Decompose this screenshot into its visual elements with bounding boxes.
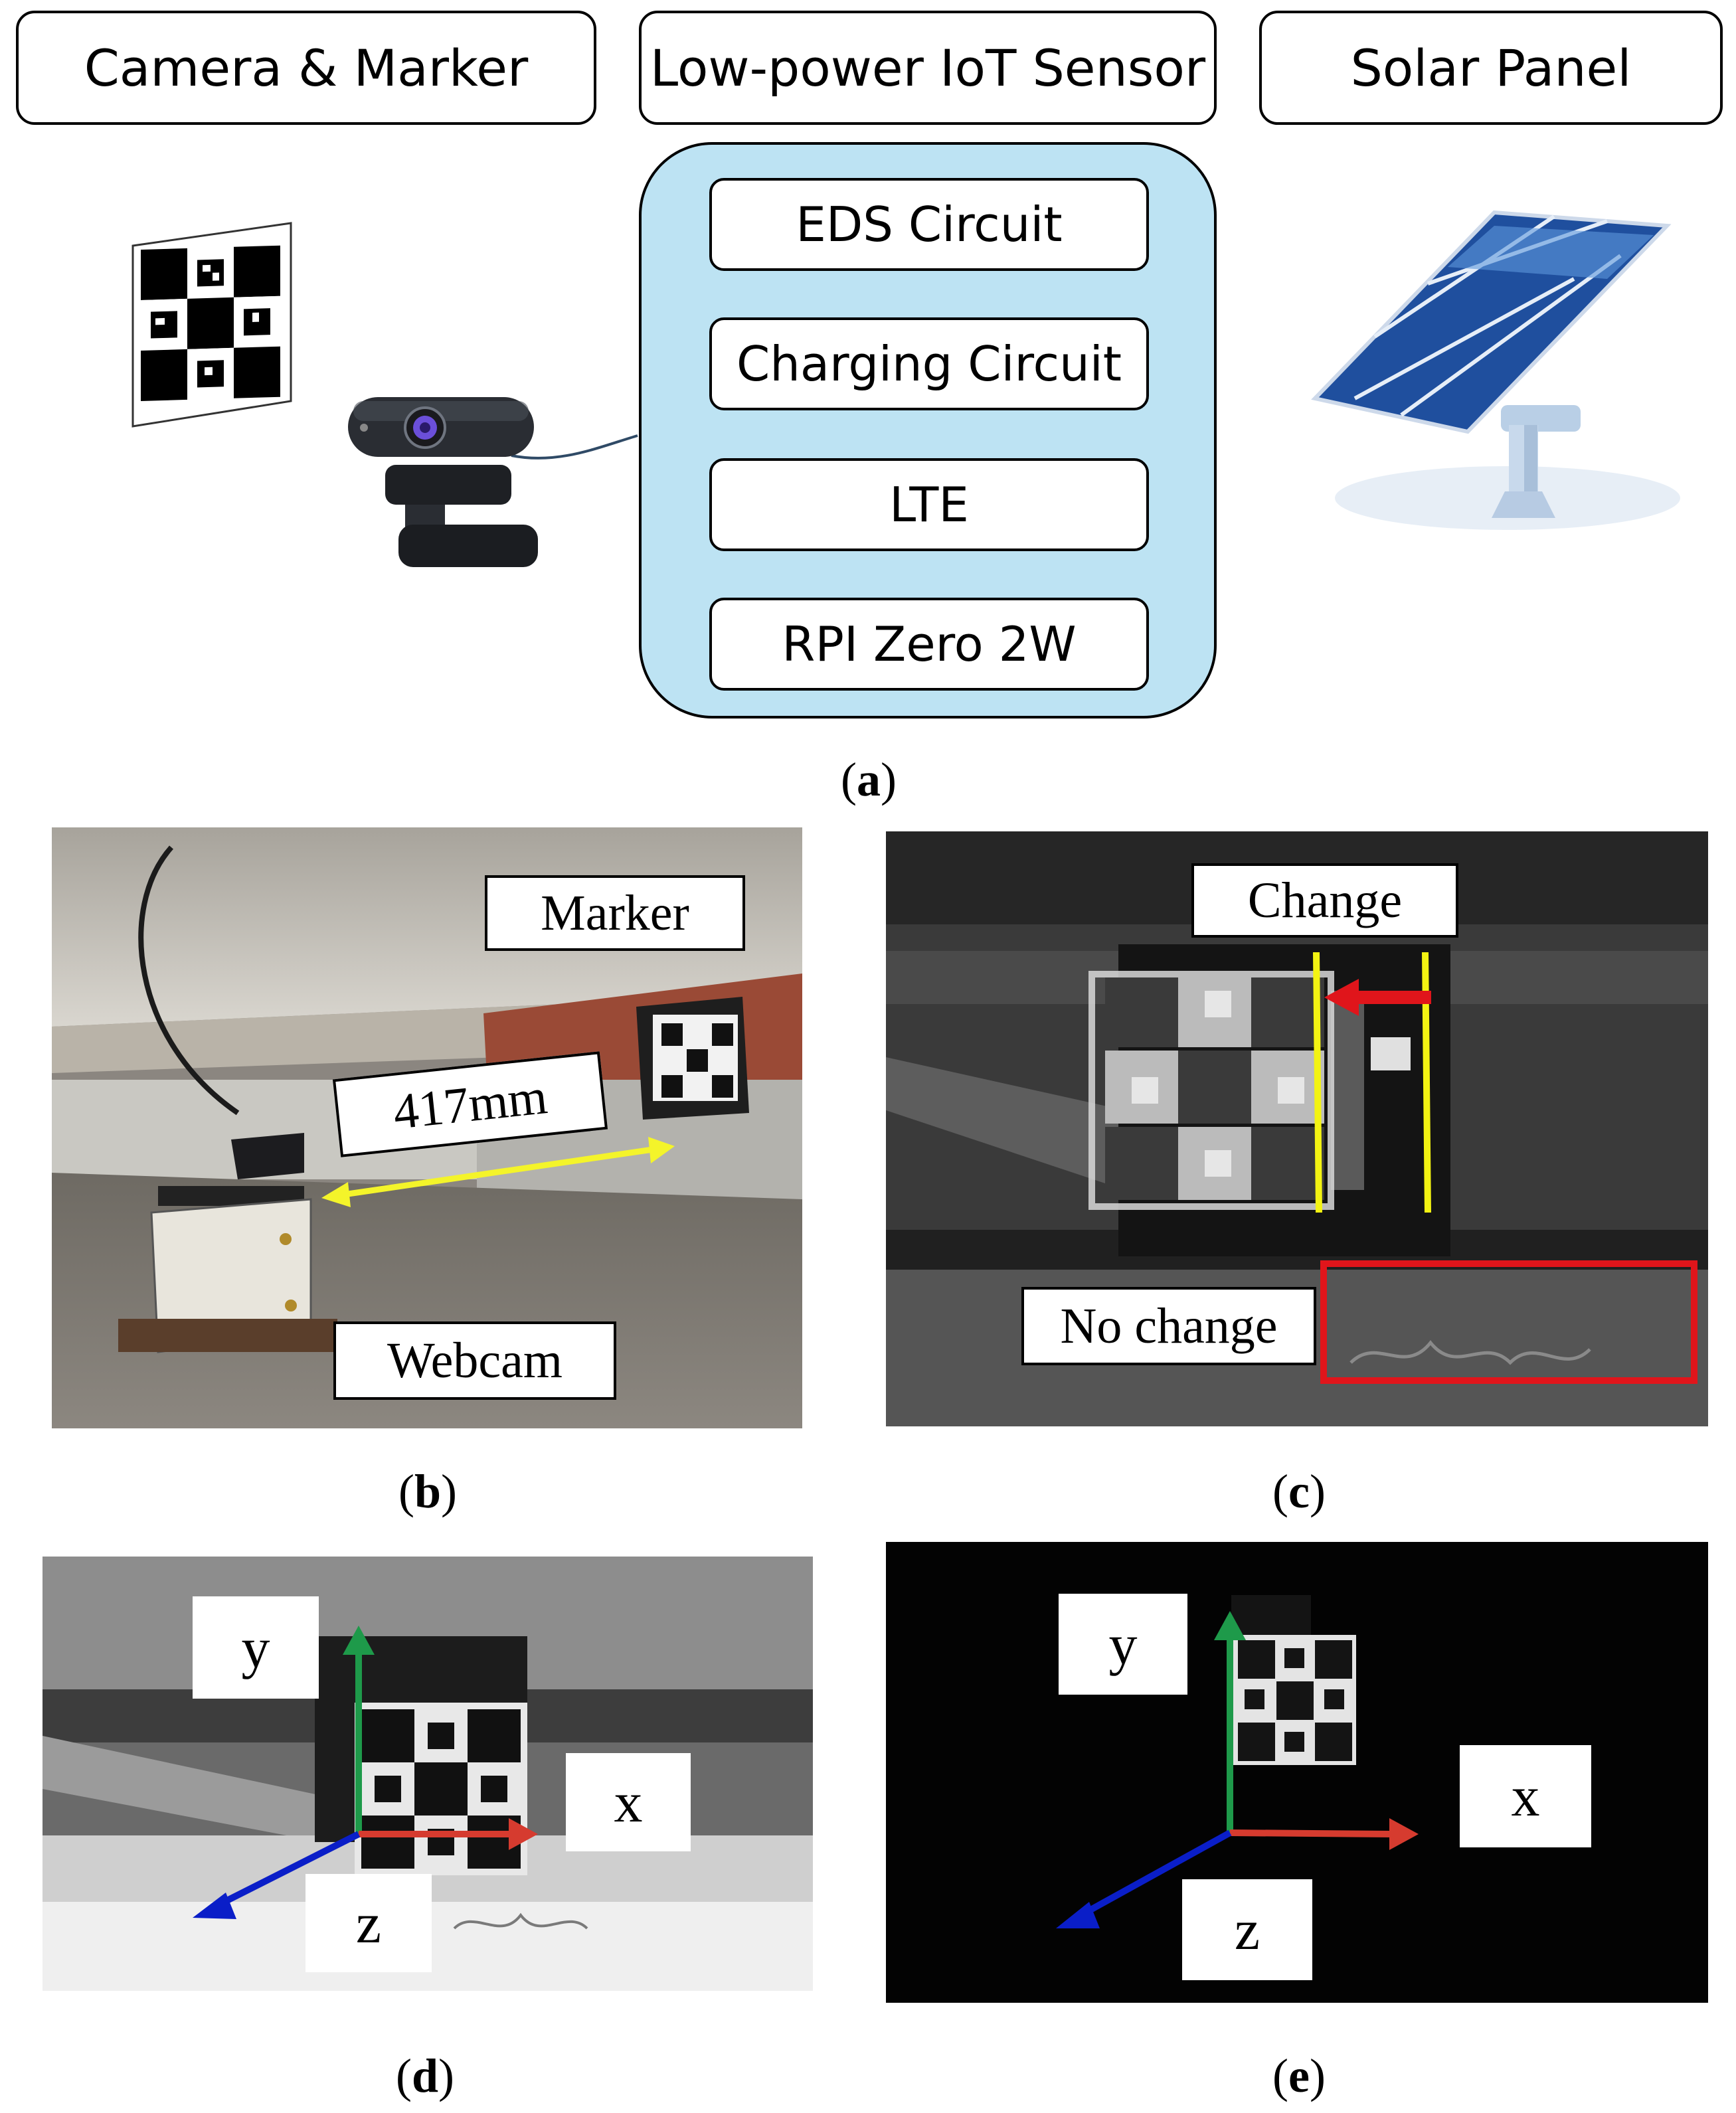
module-rpi-zero-text: RPI Zero 2W [782, 616, 1077, 672]
module-charging-circuit: Charging Circuit [709, 317, 1149, 410]
module-eds-circuit-text: EDS Circuit [796, 197, 1063, 252]
caption-a: (a) [841, 753, 897, 806]
axis-label-y-d-text: y [241, 1616, 270, 1679]
module-lte: LTE [709, 458, 1149, 551]
axis-label-y-e: y [1059, 1594, 1187, 1695]
axis-label-y-e-text: y [1108, 1612, 1138, 1676]
label-webcam: Webcam [333, 1321, 616, 1400]
solar-panel-illustration [1311, 210, 1680, 530]
caption-d: (d) [396, 2049, 455, 2102]
header-iot-sensor-text: Low-power IoT Sensor [650, 38, 1206, 98]
header-iot-sensor: Low-power IoT Sensor [639, 11, 1217, 125]
label-distance-text: 417mm [391, 1068, 550, 1140]
axis-label-z-e: z [1182, 1879, 1312, 1980]
label-change: Change [1191, 863, 1458, 938]
module-lte-text: LTE [889, 477, 969, 533]
axis-label-z-d: z [305, 1874, 432, 1972]
webcam-illustration [348, 397, 638, 567]
axes-e [1056, 1611, 1419, 1928]
axis-label-x-d: x [566, 1753, 691, 1851]
distance-arrow [321, 1137, 675, 1207]
module-rpi-zero: RPI Zero 2W [709, 598, 1149, 691]
module-eds-circuit: EDS Circuit [709, 178, 1149, 271]
axes-d [193, 1626, 538, 1919]
change-arrow [1324, 979, 1431, 1016]
caption-b: (b) [398, 1465, 458, 1518]
caption-e: (e) [1272, 2049, 1326, 2102]
header-camera-marker: Camera & Marker [16, 11, 596, 125]
header-solar-panel: Solar Panel [1259, 11, 1723, 125]
axis-label-z-e-text: z [1234, 1898, 1260, 1962]
module-charging-circuit-text: Charging Circuit [736, 336, 1122, 392]
axis-label-x-e-text: x [1511, 1764, 1540, 1828]
no-change-region [1320, 1260, 1697, 1384]
axis-label-y-d: y [193, 1596, 319, 1699]
label-marker-text: Marker [541, 885, 689, 941]
axis-label-x-d-text: x [614, 1770, 643, 1834]
label-no-change: No change [1021, 1287, 1316, 1365]
label-no-change-text: No change [1060, 1298, 1278, 1354]
caption-c: (c) [1272, 1465, 1326, 1518]
axis-label-x-e: x [1460, 1745, 1591, 1847]
marker-illustration [131, 222, 292, 428]
axis-label-z-d-text: z [355, 1891, 382, 1955]
label-marker: Marker [485, 875, 745, 951]
header-solar-panel-text: Solar Panel [1350, 38, 1632, 98]
header-camera-marker-text: Camera & Marker [84, 38, 529, 98]
label-webcam-text: Webcam [387, 1332, 563, 1389]
label-change-text: Change [1247, 872, 1403, 928]
